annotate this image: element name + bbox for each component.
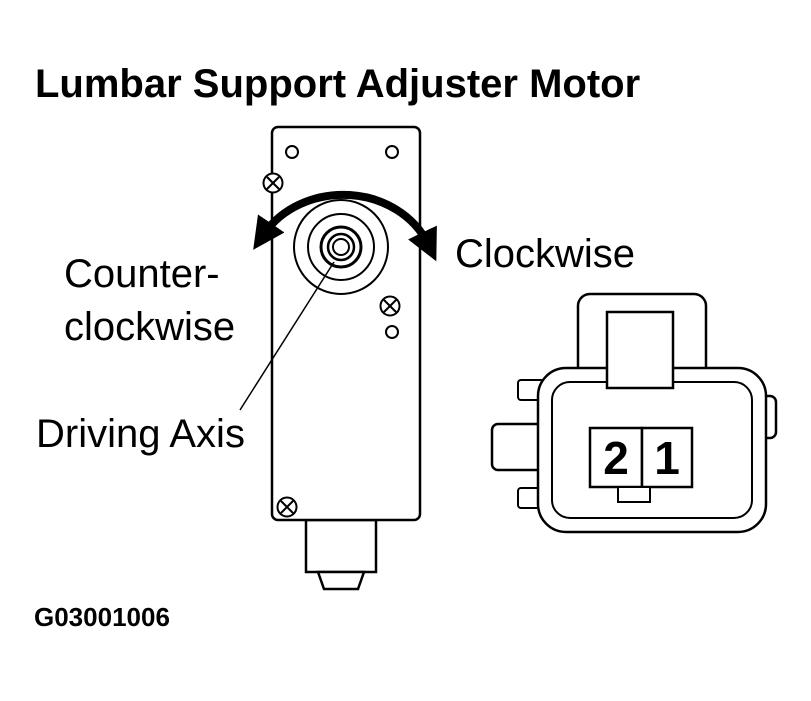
mount-hole-icon xyxy=(385,325,399,339)
label-counterclockwise: Counter- clockwise xyxy=(64,248,235,354)
connector-pin-1-cavity xyxy=(640,426,694,489)
mount-hole-icon xyxy=(385,145,399,159)
screw-icon xyxy=(379,295,401,317)
screw-icon xyxy=(262,172,284,194)
connector-key-slot xyxy=(617,486,651,503)
label-counterclockwise-line2: clockwise xyxy=(64,305,236,349)
motor-assembly xyxy=(239,125,437,591)
figure-id: G03001006 xyxy=(34,602,170,632)
motor-shaft-housing xyxy=(304,518,378,591)
connector-lock-tab-inner xyxy=(605,310,675,390)
mount-hole-icon xyxy=(285,145,299,159)
label-clockwise: Clockwise xyxy=(455,232,636,276)
label-counterclockwise-line1: Counter- xyxy=(64,252,220,296)
connector-side-bump xyxy=(490,422,546,472)
label-driving-axis: Driving Axis xyxy=(36,412,245,456)
figure-title: Lumbar Support Adjuster Motor xyxy=(35,62,641,106)
pin-1-label: 1 xyxy=(654,432,680,484)
rotation-arrow-icon xyxy=(253,190,437,262)
screw-icon xyxy=(276,496,298,518)
connector: 2 1 xyxy=(490,292,778,534)
pin-2-label: 2 xyxy=(603,432,629,484)
driving-axis-leader-line xyxy=(239,261,335,411)
